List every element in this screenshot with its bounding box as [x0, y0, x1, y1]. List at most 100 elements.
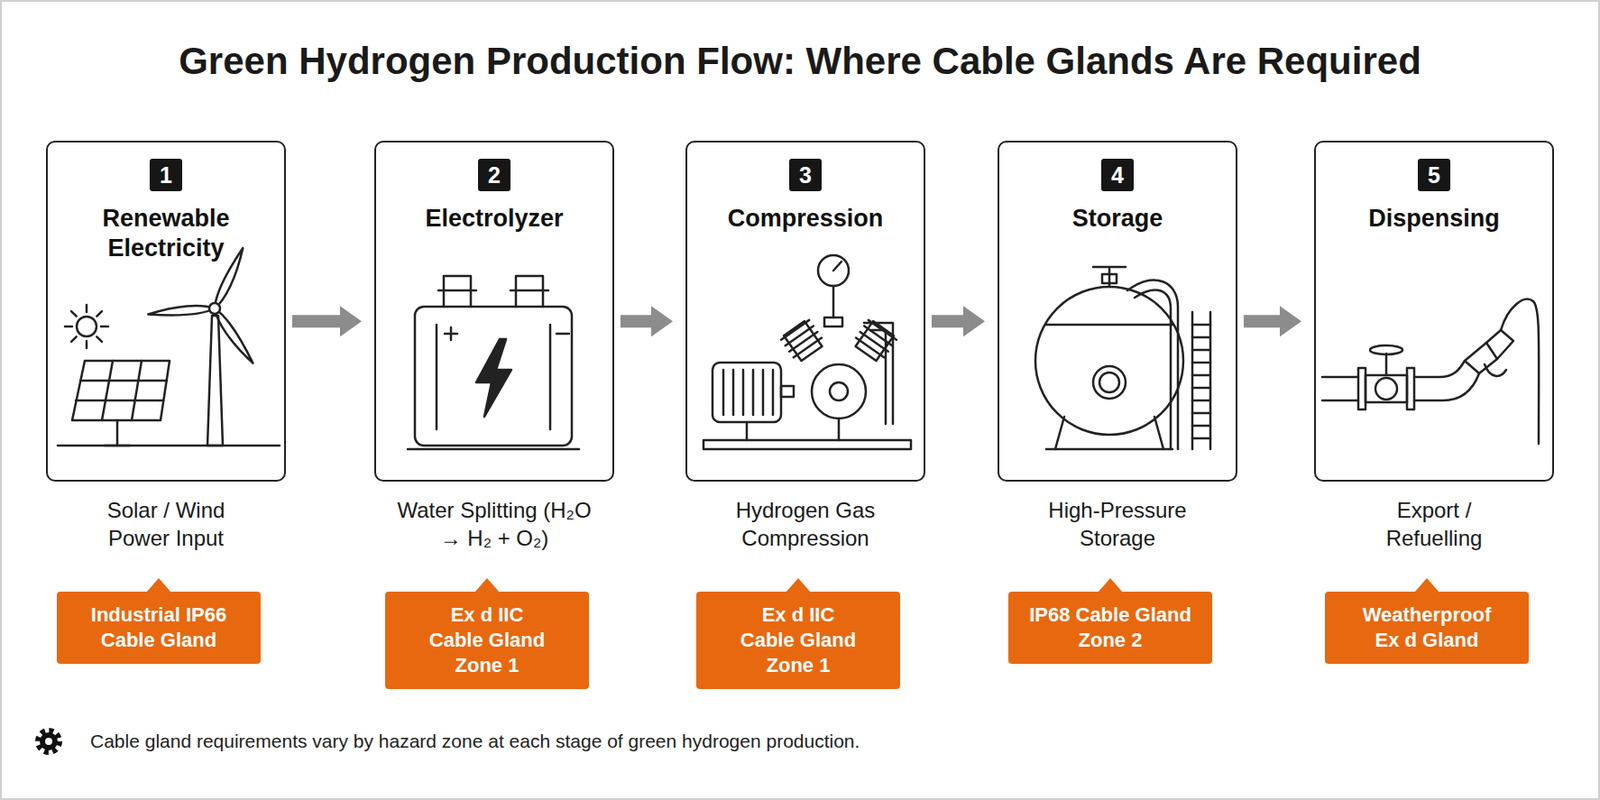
compressor-icon	[703, 440, 911, 450]
compressor-icon	[789, 331, 818, 352]
gear-icon	[37, 730, 60, 753]
compressor-icon	[855, 338, 884, 359]
dispenser-icon	[1500, 299, 1539, 444]
storage-tank-icon	[1192, 349, 1211, 352]
stage-description: Hydrogen Gas Compression	[715, 496, 896, 552]
dispenser-icon	[1406, 367, 1415, 410]
compressor-icon	[781, 320, 822, 358]
sun-icon	[96, 336, 102, 342]
callout-pointer	[1414, 578, 1440, 593]
step-number: 2	[478, 158, 511, 192]
sun-icon	[71, 311, 77, 317]
stage-description: Solar / Wind Power Input	[75, 496, 257, 552]
dispenser-icon	[1322, 376, 1359, 379]
cable-gland-callout: IP68 Cable Gland Zone 2	[1008, 591, 1213, 664]
dispenser-icon	[1322, 299, 1539, 444]
dispenser-icon	[1385, 353, 1389, 376]
stage-heading: Storage	[1013, 203, 1222, 234]
storage-tank-icon	[1192, 324, 1211, 439]
stage-heading: Renewable Electricity	[62, 203, 270, 264]
compressor-icon	[752, 369, 755, 415]
step-number: 4	[1101, 158, 1134, 192]
storage-tank-icon	[1192, 424, 1211, 428]
storage-tank-icon	[1093, 266, 1126, 269]
storage-tank-icon	[1192, 361, 1211, 365]
wind-turbine-icon	[147, 303, 216, 319]
stage-heading: Compression	[701, 203, 910, 234]
callout-text: Ex d IIC Cable Gland Zone 1	[735, 602, 862, 679]
step-number: 1	[149, 158, 183, 192]
flow-arrow	[1243, 314, 1280, 328]
stage-description: Export / Refuelling	[1351, 496, 1518, 552]
storage-tank-icon	[1035, 286, 1184, 435]
flow-arrow	[620, 314, 652, 328]
sun-icon	[76, 316, 97, 337]
step-number: 5	[1417, 158, 1451, 192]
compressor-icon	[762, 369, 765, 415]
compressor-icon	[712, 362, 782, 423]
wind-turbine-icon	[207, 315, 223, 446]
storage-tank-icon	[1093, 366, 1126, 399]
electrolyzer-icon	[438, 275, 477, 307]
compressor-icon	[851, 318, 898, 364]
dispenser-icon	[1486, 330, 1514, 359]
compressor-icon	[745, 422, 749, 441]
gear-icon	[37, 730, 60, 753]
callout-text: IP68 Cable Gland Zone 2	[1020, 602, 1201, 653]
compressor-icon	[722, 369, 726, 415]
storage-tank-icon	[1192, 437, 1211, 441]
dispenser-icon	[1464, 342, 1498, 374]
sun-icon	[64, 325, 73, 329]
compressor-icon	[837, 418, 841, 441]
stage-description: Water Splitting (H₂O → H₂ + O₂)	[390, 496, 598, 552]
compressor-icon	[781, 386, 794, 397]
storage-tank-icon	[1154, 416, 1164, 450]
compressor-icon	[860, 331, 889, 352]
stage-heading: Electrolyzer	[390, 203, 598, 234]
sun-icon	[85, 340, 89, 349]
compressor-icon	[732, 369, 736, 415]
dispenser-icon	[1375, 377, 1398, 400]
compressor-icon	[824, 317, 843, 327]
stage-description: High-Pressure Storage	[1027, 496, 1208, 552]
compressor-icon	[723, 369, 773, 415]
sun-icon	[101, 325, 109, 329]
solar-panel-icon	[80, 379, 167, 383]
storage-tank-icon	[1045, 323, 1174, 327]
storage-tank-icon	[1192, 374, 1211, 378]
cable-gland-callout: Ex d IIC Cable Gland Zone 1	[385, 591, 589, 690]
storage-tank-icon	[1191, 312, 1195, 450]
stage-panel: 4StorageHigh-Pressure Storage	[997, 140, 1238, 482]
electrolyzer-icon	[407, 448, 580, 451]
storage-tank-icon	[1192, 412, 1211, 415]
step-number: 3	[789, 158, 822, 192]
compressor-icon	[855, 320, 897, 358]
stage-heading: Dispensing	[1330, 203, 1538, 234]
cable-gland-callout: Weatherproof Ex d Gland	[1324, 591, 1529, 664]
sun-icon	[64, 304, 109, 349]
storage-tank-icon	[1192, 386, 1211, 390]
electrolyzer-icon	[549, 324, 552, 430]
storage-tank-icon	[1046, 448, 1173, 451]
compressor-icon	[818, 255, 849, 286]
storage-tank-icon	[1055, 416, 1065, 450]
electrolyzer-icon	[510, 275, 549, 307]
compressor-icon	[864, 322, 893, 424]
gear-icon	[45, 737, 53, 745]
electrolyzer-icon	[414, 306, 572, 446]
stage-panel: 5DispensingExport / Refuelling	[1314, 140, 1555, 482]
solar-panel-icon	[72, 360, 170, 421]
compressor-icon	[780, 318, 827, 364]
storage-tank-icon	[1192, 399, 1211, 403]
compressor-icon	[793, 338, 822, 359]
storage-tank-icon	[1209, 312, 1213, 450]
wind-turbine-icon	[209, 303, 221, 314]
compressor-icon	[785, 325, 814, 346]
dispenser-icon	[1414, 373, 1480, 401]
electrolyzer-icon	[476, 339, 512, 417]
diagram-title: Green Hydrogen Production Flow: Where Ca…	[0, 36, 1600, 87]
callout-text: Weatherproof Ex d Gland	[1354, 602, 1499, 653]
callout-pointer	[474, 578, 500, 593]
dispenser-icon	[1414, 360, 1465, 378]
